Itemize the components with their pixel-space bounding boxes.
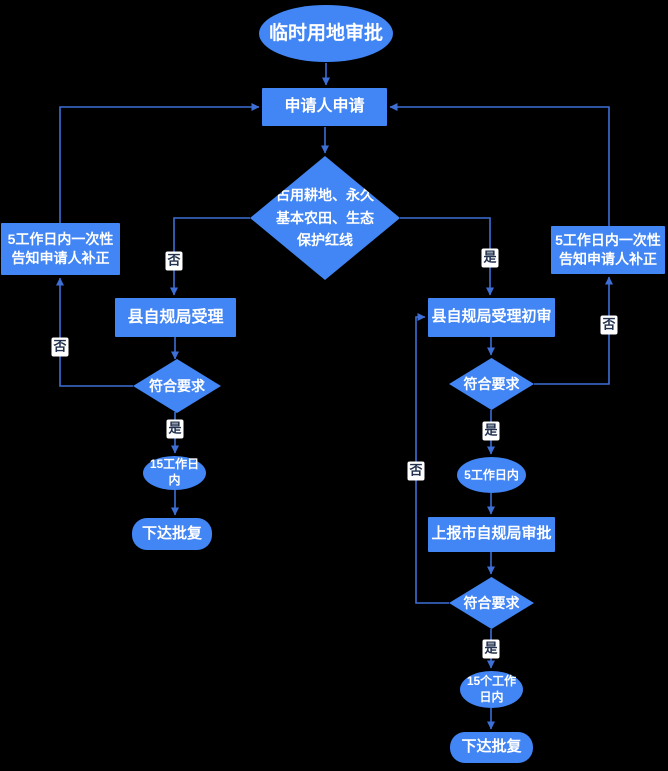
- edge-check-left-notify-left: [56, 277, 133, 387]
- edge-check-city-county-preliminary: [415, 313, 449, 604]
- node-applicant-apply[interactable]: 申请人申请: [262, 88, 387, 126]
- edge-redline-county-preliminary: [400, 217, 494, 296]
- edge-notify-left-apply: [59, 103, 260, 223]
- edge-label-no: 否: [407, 461, 425, 481]
- edge-notify-right-apply: [389, 103, 610, 226]
- node-county-preliminary[interactable]: 县自规局受理初审: [428, 298, 555, 337]
- edge-label-yes: 是: [481, 248, 499, 268]
- edge-label-no: 否: [51, 337, 69, 357]
- edge-check-right-notify-right: [534, 276, 613, 385]
- node-notify-left[interactable]: 5工作日内一次性 告知申请人补正: [1, 223, 120, 275]
- node-issue-left[interactable]: 下达批复: [132, 518, 212, 550]
- edge-label-yes: 是: [166, 419, 184, 439]
- edge-redline-county-accept: [170, 217, 250, 296]
- node-report-city[interactable]: 上报市自规局审批: [428, 517, 555, 552]
- node-county-accept[interactable]: 县自规局受理: [115, 298, 236, 337]
- node-days15-left[interactable]: 15工作日 内: [143, 456, 206, 490]
- node-start[interactable]: 临时用地审批: [259, 5, 393, 62]
- edge-label-yes: 是: [482, 639, 500, 659]
- node-issue-right[interactable]: 下达批复: [450, 732, 533, 763]
- node-days15-right[interactable]: 15个工作 日内: [460, 671, 523, 708]
- edge-label-no: 否: [600, 315, 618, 335]
- node-days5[interactable]: 5工作日内: [457, 457, 526, 493]
- edge-label-no: 否: [165, 251, 183, 271]
- node-notify-right[interactable]: 5工作日内一次性 告知申请人补正: [551, 226, 665, 274]
- edge-label-yes: 是: [482, 421, 500, 441]
